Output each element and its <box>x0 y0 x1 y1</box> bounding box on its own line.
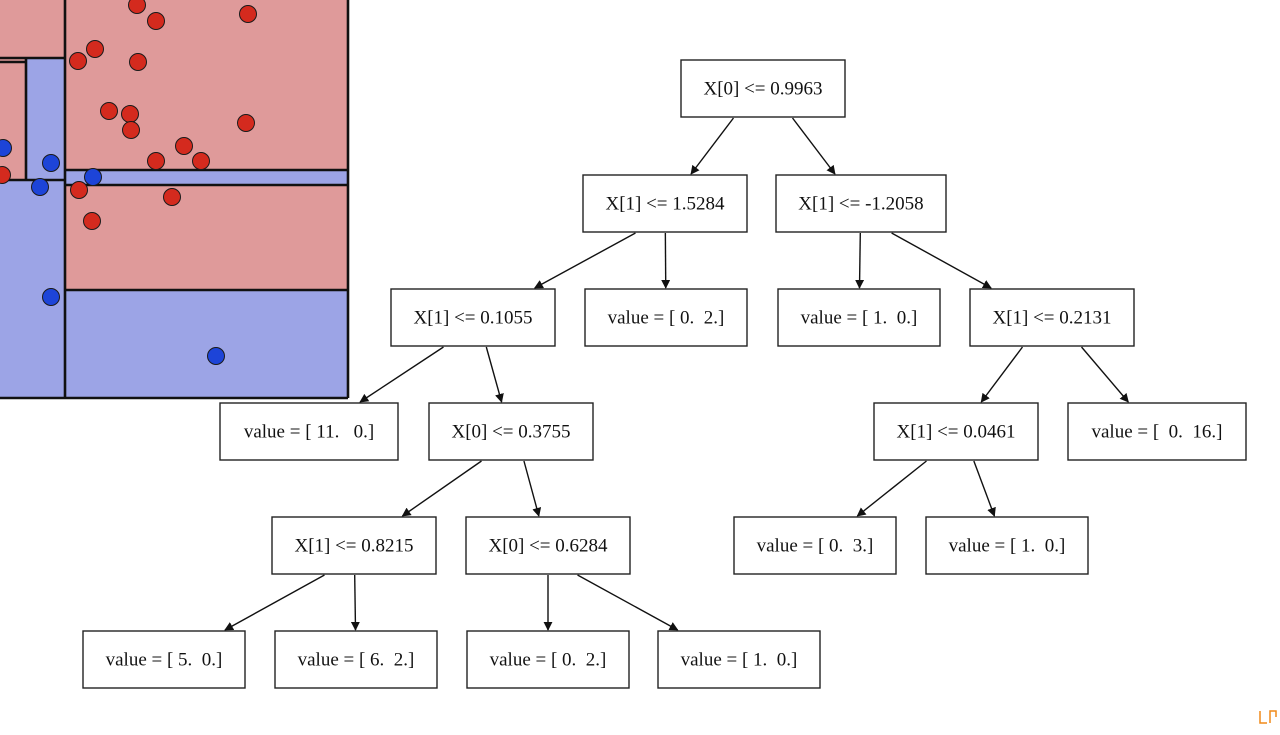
tree-node: X[1] <= 0.1055 <box>390 288 556 347</box>
decision-boundary-plot <box>0 0 350 400</box>
node-label: X[1] <= 1.5284 <box>605 194 725 215</box>
class0-point <box>70 181 88 199</box>
tree-node: X[1] <= 0.0461 <box>873 402 1039 461</box>
tree-leaf: value = [ 5. 0.] <box>82 630 246 689</box>
tree-leaf: value = [ 0. 2.] <box>466 630 630 689</box>
tree-edge-arrow <box>856 460 927 517</box>
class0-point <box>0 166 11 184</box>
tree-edge-arrow <box>401 460 482 517</box>
tree-leaf: value = [ 1. 0.] <box>657 630 821 689</box>
decision-regions <box>0 0 348 398</box>
node-label: X[1] <= 0.0461 <box>896 422 1015 443</box>
leaf-value: value = [ 11. 0.] <box>244 422 374 443</box>
tree-node: X[1] <= -1.2058 <box>775 174 947 233</box>
class0-point <box>239 5 257 23</box>
tree-edge-arrow <box>485 346 504 403</box>
class0-point <box>100 102 118 120</box>
node-label: X[1] <= -1.2058 <box>798 194 923 215</box>
tree-edge-arrow <box>973 460 996 517</box>
corner-logo-icon <box>1259 710 1277 724</box>
leaf-value: value = [ 0. 3.] <box>757 536 874 557</box>
class0-point <box>147 12 165 30</box>
tree-edge-arrow <box>855 232 865 289</box>
tree-nodes: X[0] <= 0.9963 X[1] <= 1.5284 X[1] <= -1… <box>82 59 1247 689</box>
class0-point <box>175 137 193 155</box>
tree-edge-arrow <box>690 117 735 175</box>
class0-point <box>83 212 101 230</box>
tree-edge-arrow <box>980 346 1024 403</box>
region-class1 <box>65 290 348 398</box>
leaf-value: value = [ 0. 2.] <box>608 308 725 329</box>
class0-point <box>192 152 210 170</box>
tree-edge-arrow <box>359 346 444 403</box>
tree-node: X[1] <= 1.5284 <box>582 174 748 233</box>
class0-point <box>237 114 255 132</box>
tree-leaf: value = [ 6. 2.] <box>274 630 438 689</box>
class0-point <box>128 0 146 14</box>
tree-edge-arrow <box>891 232 992 289</box>
node-label: X[0] <= 0.3755 <box>451 422 570 443</box>
class0-point <box>147 152 165 170</box>
class0-point <box>69 52 87 70</box>
class0-point <box>129 53 147 71</box>
node-label: X[1] <= 0.2131 <box>992 308 1111 329</box>
tree-leaf: value = [ 1. 0.] <box>777 288 941 347</box>
leaf-value: value = [ 1. 0.] <box>681 650 798 671</box>
tree-edge-arrow <box>224 574 325 631</box>
tree-node: X[0] <= 0.6284 <box>465 516 631 575</box>
leaf-value: value = [ 5. 0.] <box>106 650 223 671</box>
node-label: X[0] <= 0.6284 <box>488 536 608 557</box>
tree-leaf: value = [ 1. 0.] <box>925 516 1089 575</box>
training-points <box>0 0 257 365</box>
leaf-value: value = [ 0. 2.] <box>490 650 607 671</box>
tree-edge-arrow <box>577 574 679 631</box>
leaf-value: value = [ 1. 0.] <box>949 536 1066 557</box>
tree-edge-arrow <box>523 460 542 517</box>
node-label: X[1] <= 0.8215 <box>294 536 413 557</box>
leaf-value: value = [ 0. 16.] <box>1091 422 1222 443</box>
class0-point <box>163 188 181 206</box>
tree-edge-arrow <box>533 232 636 289</box>
region-class1 <box>65 170 348 185</box>
tree-node: X[1] <= 0.2131 <box>969 288 1135 347</box>
tree-node: X[0] <= 0.3755 <box>428 402 594 461</box>
class1-point <box>42 288 60 306</box>
tree-edge-arrow <box>791 117 836 175</box>
class0-point <box>86 40 104 58</box>
tree-edge-arrow <box>1080 346 1129 403</box>
tree-edges <box>224 117 1129 631</box>
tree-leaf: value = [ 0. 2.] <box>584 288 748 347</box>
tree-edge-arrow <box>350 574 360 631</box>
class1-point <box>207 347 225 365</box>
node-label: X[0] <= 0.9963 <box>703 79 822 100</box>
tree-node: X[1] <= 0.8215 <box>271 516 437 575</box>
node-label: X[1] <= 0.1055 <box>413 308 532 329</box>
class0-point <box>121 105 139 123</box>
class0-point <box>122 121 140 139</box>
tree-leaf: value = [ 11. 0.] <box>219 402 399 461</box>
class1-point <box>84 168 102 186</box>
region-class1 <box>0 180 65 398</box>
tree-leaf: value = [ 0. 16.] <box>1067 402 1247 461</box>
class1-point <box>42 154 60 172</box>
class1-point <box>31 178 49 196</box>
leaf-value: value = [ 6. 2.] <box>298 650 415 671</box>
class1-point <box>0 139 12 157</box>
leaf-value: value = [ 1. 0.] <box>801 308 918 329</box>
decision-boundaries <box>0 0 350 400</box>
tree-node-root: X[0] <= 0.9963 <box>680 59 846 118</box>
tree-leaf: value = [ 0. 3.] <box>733 516 897 575</box>
